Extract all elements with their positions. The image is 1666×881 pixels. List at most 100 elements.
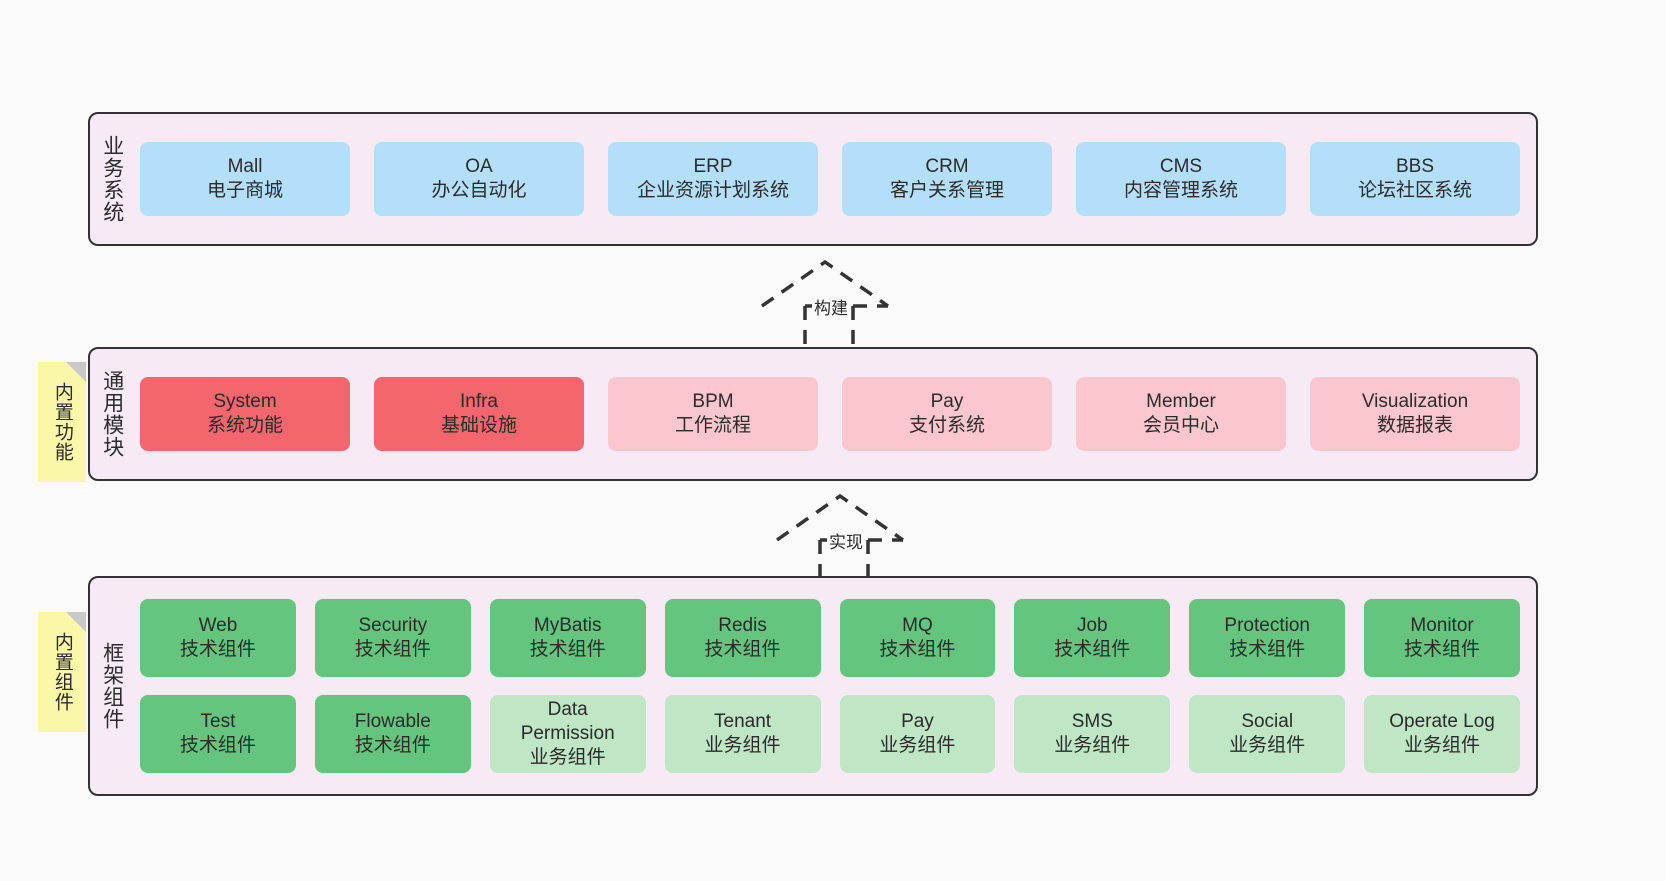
card-row: System 系统功能 Infra 基础设施 BPM 工作流程 Pay 支付系统… [140,377,1520,451]
card-title: Redis [718,615,767,637]
card-operate-log[interactable]: Operate Log 业务组件 [1364,695,1520,773]
card-subtitle: 电子商城 [206,180,283,201]
card-title: Test [200,711,236,733]
card-subtitle: 数据报表 [1376,415,1453,436]
card-monitor[interactable]: Monitor 技术组件 [1364,599,1520,677]
card-title: Visualization [1361,391,1469,413]
card-subtitle: 技术组件 [179,639,256,660]
card-test[interactable]: Test 技术组件 [140,695,296,773]
card-title: System [213,391,277,413]
layer-title-business-systems: 业务系统 [100,135,124,223]
card-data-permission[interactable]: Data Permission 业务组件 [489,695,646,773]
card-subtitle: 业务组件 [879,735,956,756]
layer-body-business-systems: Mall 电子商城 OA 办公自动化 ERP 企业资源计划系统 CRM 客户关系… [134,114,1536,244]
card-cms[interactable]: CMS 内容管理系统 [1076,142,1286,216]
note-text: 内置组件 [51,632,73,712]
connector-build: 构建 [760,258,930,352]
note-builtin-function: 内置功能 [38,362,86,482]
card-pay[interactable]: Pay 支付系统 [842,377,1052,451]
card-bpm[interactable]: BPM 工作流程 [608,377,818,451]
card-subtitle: 业务组件 [1404,735,1481,756]
card-title: Pay [930,391,964,413]
card-title: Protection [1224,615,1310,637]
card-title: Data Permission [520,699,615,745]
card-infra[interactable]: Infra 基础设施 [374,377,584,451]
card-web[interactable]: Web 技术组件 [140,599,296,677]
card-pay-component[interactable]: Pay 业务组件 [839,695,996,773]
card-title: MyBatis [533,615,602,637]
card-visualization[interactable]: Visualization 数据报表 [1310,377,1520,451]
card-title: SMS [1071,711,1113,733]
card-title: OA [465,156,493,178]
card-title: Web [198,615,238,637]
card-erp[interactable]: ERP 企业资源计划系统 [608,142,818,216]
card-redis[interactable]: Redis 技术组件 [664,599,821,677]
layer-business-systems: 业务系统 Mall 电子商城 OA 办公自动化 ERP 企业资源计划系统 CRM… [88,112,1538,246]
card-subtitle: 技术组件 [179,735,256,756]
card-subtitle: 业务组件 [529,746,606,768]
card-system[interactable]: System 系统功能 [140,377,350,451]
card-subtitle: 技术组件 [1229,639,1306,660]
card-oa[interactable]: OA 办公自动化 [374,142,584,216]
layer-framework-components: 框架组件 Web 技术组件 Security 技术组件 MyBatis 技术组件… [88,576,1538,796]
card-title: MQ [902,615,933,637]
card-member[interactable]: Member 会员中心 [1076,377,1286,451]
card-mybatis[interactable]: MyBatis 技术组件 [489,599,646,677]
layer-body-framework-components: Web 技术组件 Security 技术组件 MyBatis 技术组件 Redi… [134,578,1536,794]
card-tenant[interactable]: Tenant 业务组件 [664,695,821,773]
card-subtitle: 技术组件 [704,639,781,660]
card-subtitle: 客户关系管理 [889,180,1004,201]
card-subtitle: 工作流程 [674,415,751,436]
card-protection[interactable]: Protection 技术组件 [1189,599,1346,677]
card-subtitle: 技术组件 [529,639,606,660]
connector-label-implement: 实现 [827,528,865,553]
card-job[interactable]: Job 技术组件 [1014,599,1171,677]
implement-arrow-icon [775,493,905,586]
card-subtitle: 技术组件 [354,735,431,756]
card-title: Social [1241,711,1294,733]
card-subtitle: 支付系统 [908,415,985,436]
card-title: Flowable [354,711,431,733]
card-title: ERP [693,156,733,178]
card-subtitle: 论坛社区系统 [1357,180,1472,201]
card-subtitle: 会员中心 [1142,415,1219,436]
card-subtitle: 技术组件 [1404,639,1481,660]
layer-general-modules: 通用模块 System 系统功能 Infra 基础设施 BPM 工作流程 Pay… [88,347,1538,481]
card-title: Security [358,615,428,637]
card-subtitle: 系统功能 [206,415,283,436]
card-title: Job [1076,615,1108,637]
card-row: Test 技术组件 Flowable 技术组件 Data Permission … [140,695,1520,773]
card-security[interactable]: Security 技术组件 [314,599,471,677]
card-subtitle: 技术组件 [354,639,431,660]
card-social[interactable]: Social 业务组件 [1189,695,1346,773]
card-subtitle: 业务组件 [1229,735,1306,756]
card-row: Web 技术组件 Security 技术组件 MyBatis 技术组件 Redi… [140,599,1520,677]
layer-title-framework-components: 框架组件 [100,642,124,730]
card-subtitle: 业务组件 [704,735,781,756]
connector-label-build: 构建 [812,294,850,319]
card-sms[interactable]: SMS 业务组件 [1014,695,1171,773]
card-title: Infra [459,391,499,413]
card-subtitle: 业务组件 [1054,735,1131,756]
card-subtitle: 基础设施 [440,415,517,436]
card-mq[interactable]: MQ 技术组件 [839,599,996,677]
card-subtitle: 企业资源计划系统 [636,180,789,201]
folded-corner-icon [66,362,86,382]
card-title: Mall [227,156,263,178]
card-title: Tenant [714,711,772,733]
connector-implement: 实现 [775,492,945,586]
build-arrow-icon [760,259,890,352]
card-subtitle: 办公自动化 [431,180,527,201]
folded-corner-icon [66,612,86,632]
card-crm[interactable]: CRM 客户关系管理 [842,142,1052,216]
card-bbs[interactable]: BBS 论坛社区系统 [1310,142,1520,216]
card-title: Member [1146,391,1216,413]
card-subtitle: 技术组件 [1054,639,1131,660]
card-mall[interactable]: Mall 电子商城 [140,142,350,216]
card-subtitle: 内容管理系统 [1123,180,1238,201]
layer-title-general-modules: 通用模块 [100,370,124,458]
card-title: BPM [692,391,734,413]
card-flowable[interactable]: Flowable 技术组件 [314,695,471,773]
card-title: Monitor [1410,615,1474,637]
